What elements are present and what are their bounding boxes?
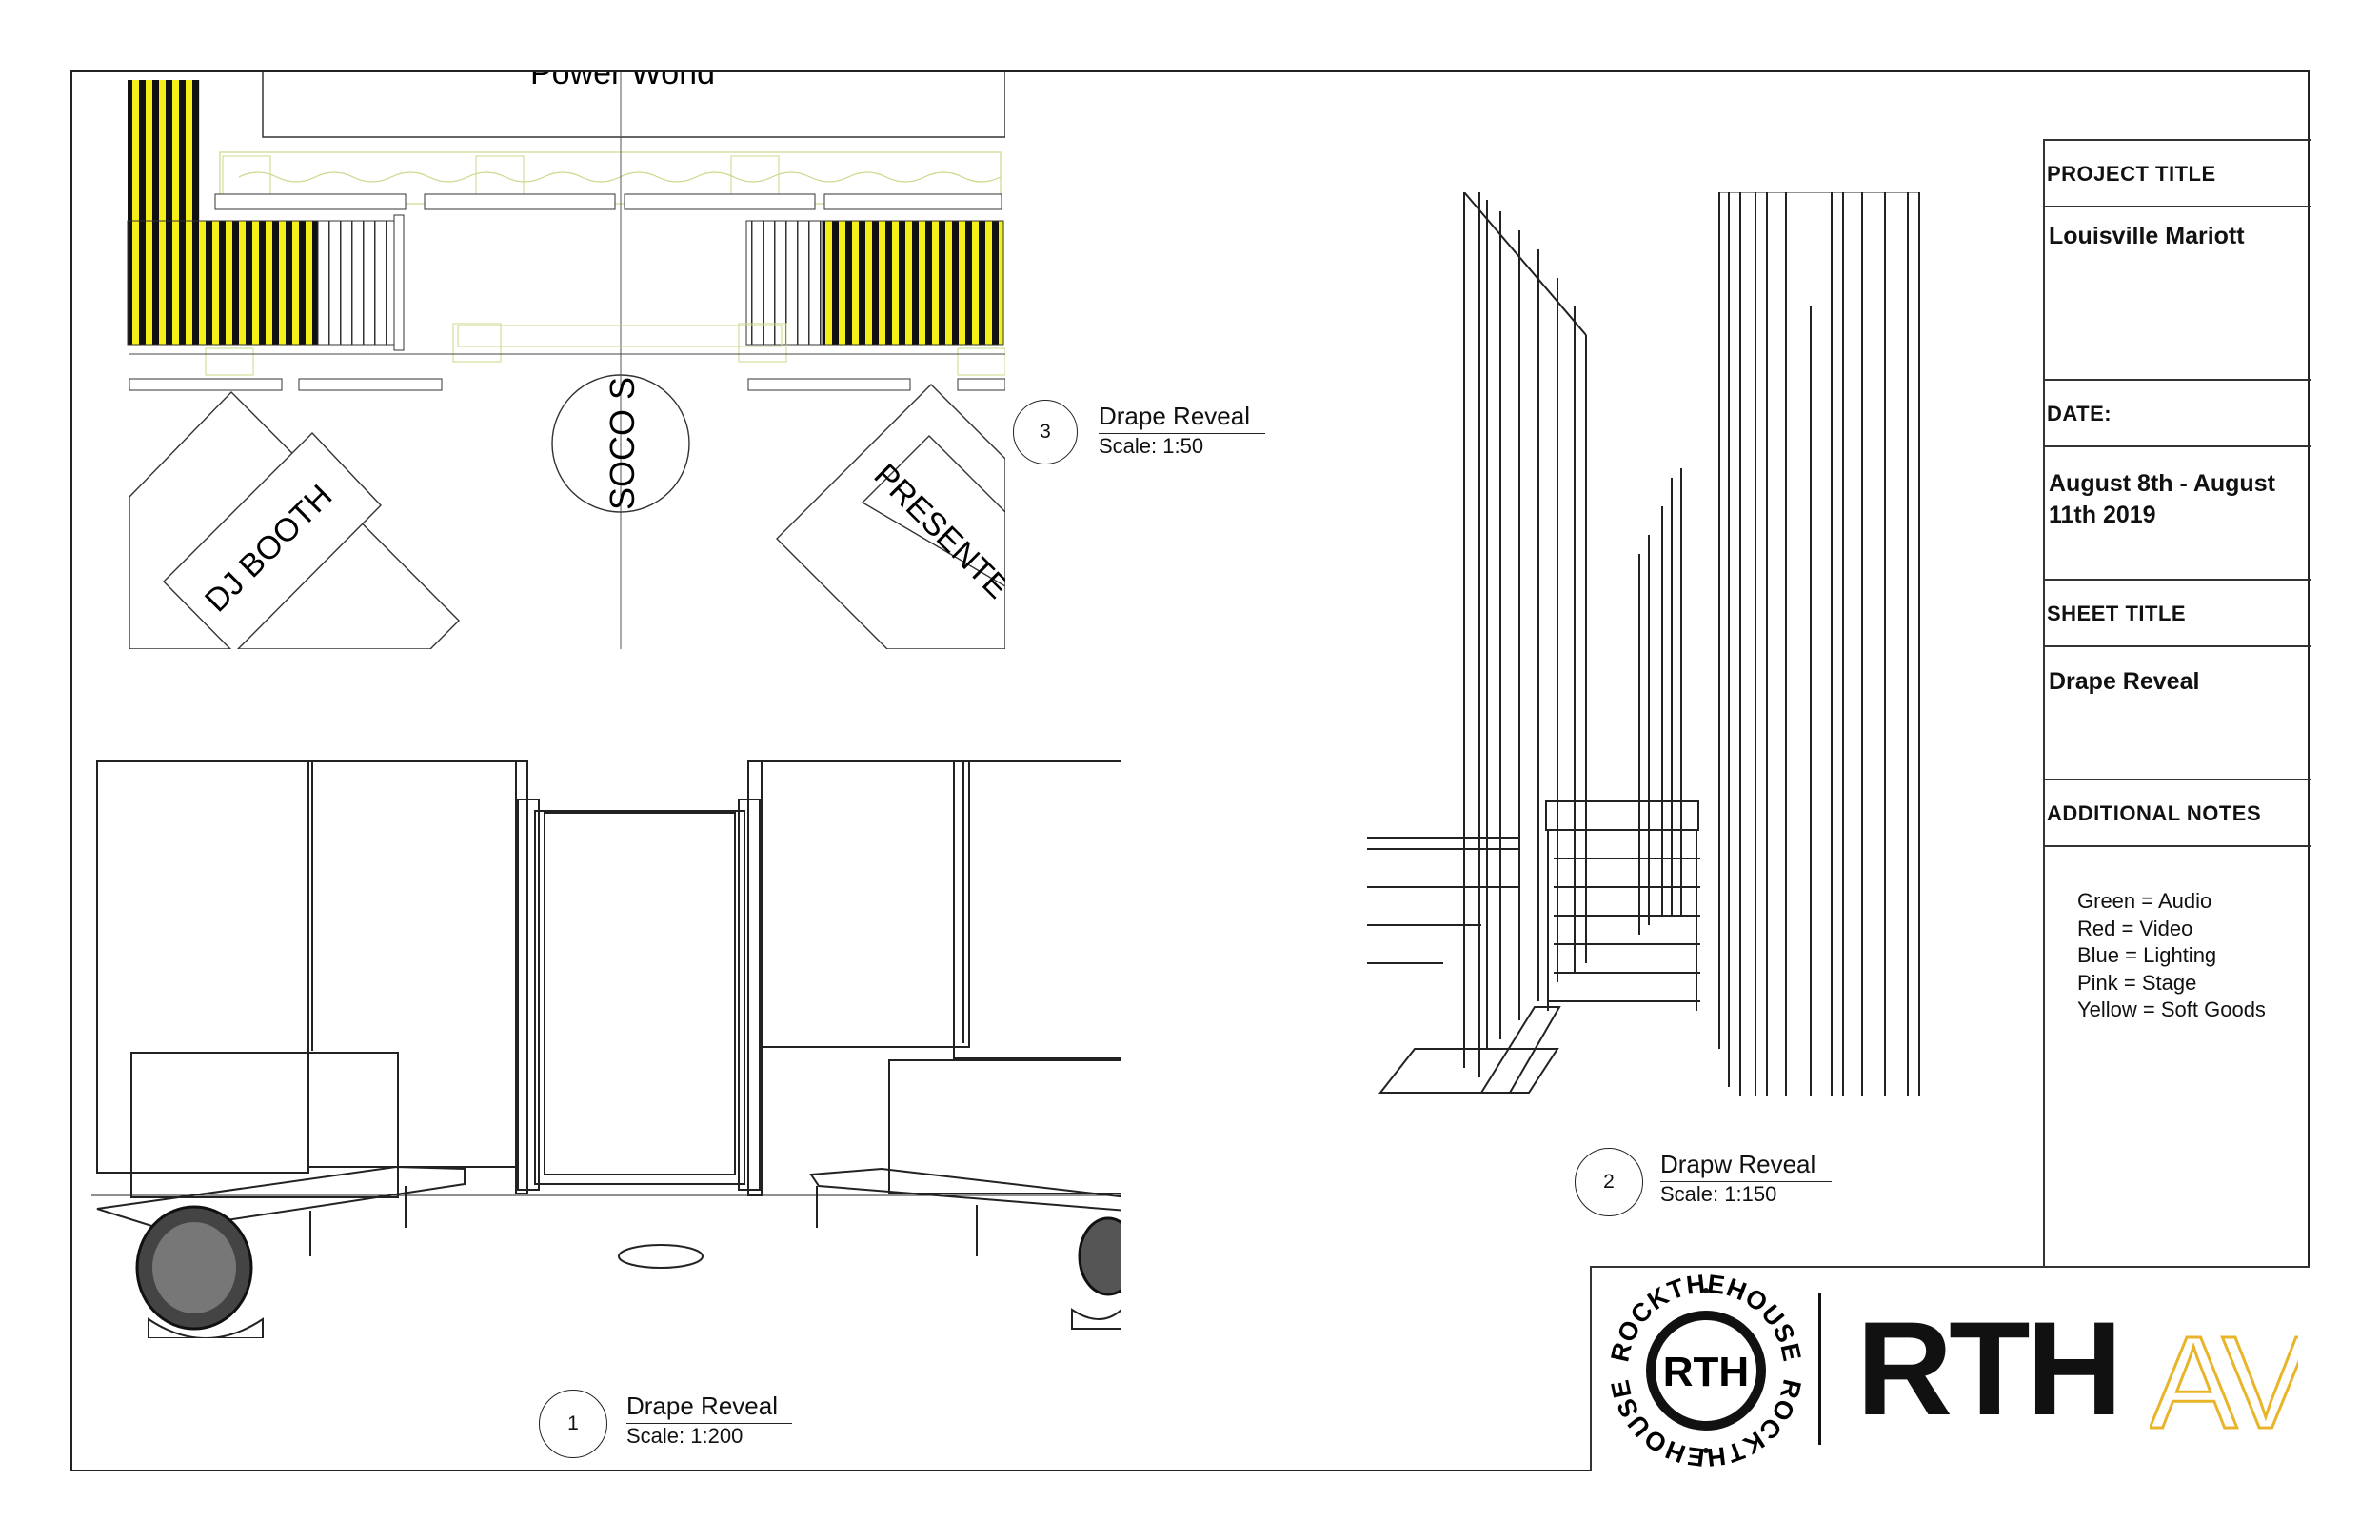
sheet-title-heading: SHEET TITLE — [2047, 602, 2187, 625]
view-title: Drapw Reveal — [1660, 1150, 1832, 1182]
note-item: Yellow = Soft Goods — [2077, 997, 2266, 1021]
date-value-line1: August 8th - August — [2049, 470, 2275, 497]
plan-view-drawing: Power World DJ BOOTH — [72, 72, 1005, 649]
soco-label: SOCO S — [603, 377, 642, 510]
drape-yellow-right — [822, 220, 1004, 346]
title-block: PROJECT TITLE Louisville Mariott DATE: A… — [2043, 139, 2311, 1268]
note-item: Blue = Lighting — [2077, 943, 2217, 967]
light-fixture-right — [1071, 1216, 1121, 1330]
rth-badge-logo: RTH ROCKTHEHOUSE ROCKTHEHOUSE — [1605, 1272, 1805, 1471]
view-number-circle: 2 — [1575, 1148, 1643, 1216]
view-number-circle: 3 — [1013, 400, 1078, 464]
perspective-view-svg — [1367, 192, 1920, 1096]
company-logo-block: RTH ROCKTHEHOUSE ROCKTHEHOUSE RTH AV — [1590, 1266, 2310, 1471]
note-item: Pink = Stage — [2077, 970, 2197, 995]
divider — [2045, 379, 2311, 381]
wordmark-av: AV — [2150, 1321, 2298, 1435]
sheet-title-value: Drape Reveal — [2049, 668, 2200, 695]
perspective-view-drawing — [1367, 192, 1933, 1100]
view-number: 1 — [567, 1412, 579, 1434]
divider — [2045, 445, 2311, 447]
plan-view-svg: Power World DJ BOOTH — [127, 72, 1005, 649]
view-title: Drape Reveal — [626, 1392, 792, 1424]
view-title: Drape Reveal — [1099, 402, 1265, 434]
note-item: Green = Audio — [2077, 889, 2212, 913]
title-block-top-rule — [2045, 139, 2311, 141]
note-item: Red = Video — [2077, 916, 2193, 940]
wordmark-av-text: AV — [2150, 1321, 2298, 1435]
date-heading: DATE: — [2047, 402, 2112, 425]
sheet-border — [70, 70, 2310, 1471]
screen-label: Power World — [530, 72, 715, 91]
date-value-line2: 11th 2019 — [2049, 502, 2156, 528]
front-view-svg — [91, 760, 1121, 1338]
view-scale: Scale: 1:150 — [1660, 1182, 1777, 1206]
project-title-value: Louisville Mariott — [2049, 223, 2245, 249]
divider — [2045, 845, 2311, 847]
view-number: 2 — [1603, 1171, 1615, 1193]
light-fixture-left — [135, 1205, 264, 1338]
project-title-heading: PROJECT TITLE — [2047, 162, 2216, 186]
drape-yellow-top — [128, 80, 200, 221]
view-number: 3 — [1040, 421, 1051, 443]
logo-divider — [1818, 1293, 1821, 1445]
additional-notes-list: Green = Audio Red = Video Blue = Lightin… — [2077, 888, 2266, 1024]
view-number-circle: 1 — [539, 1390, 607, 1458]
divider — [2045, 206, 2311, 207]
additional-notes-heading: ADDITIONAL NOTES — [2047, 801, 2262, 825]
screen-outline — [262, 72, 1005, 138]
view-scale: Scale: 1:50 — [1099, 434, 1204, 458]
divider — [2045, 579, 2311, 581]
front-view-drawing — [91, 758, 1121, 1338]
badge-text: RTH — [1663, 1349, 1749, 1395]
divider — [2045, 645, 2311, 647]
view-scale: Scale: 1:200 — [626, 1424, 744, 1448]
drape-yellow-left — [127, 220, 319, 346]
divider — [2045, 779, 2311, 780]
wordmark-rth: RTH — [1856, 1293, 2123, 1443]
